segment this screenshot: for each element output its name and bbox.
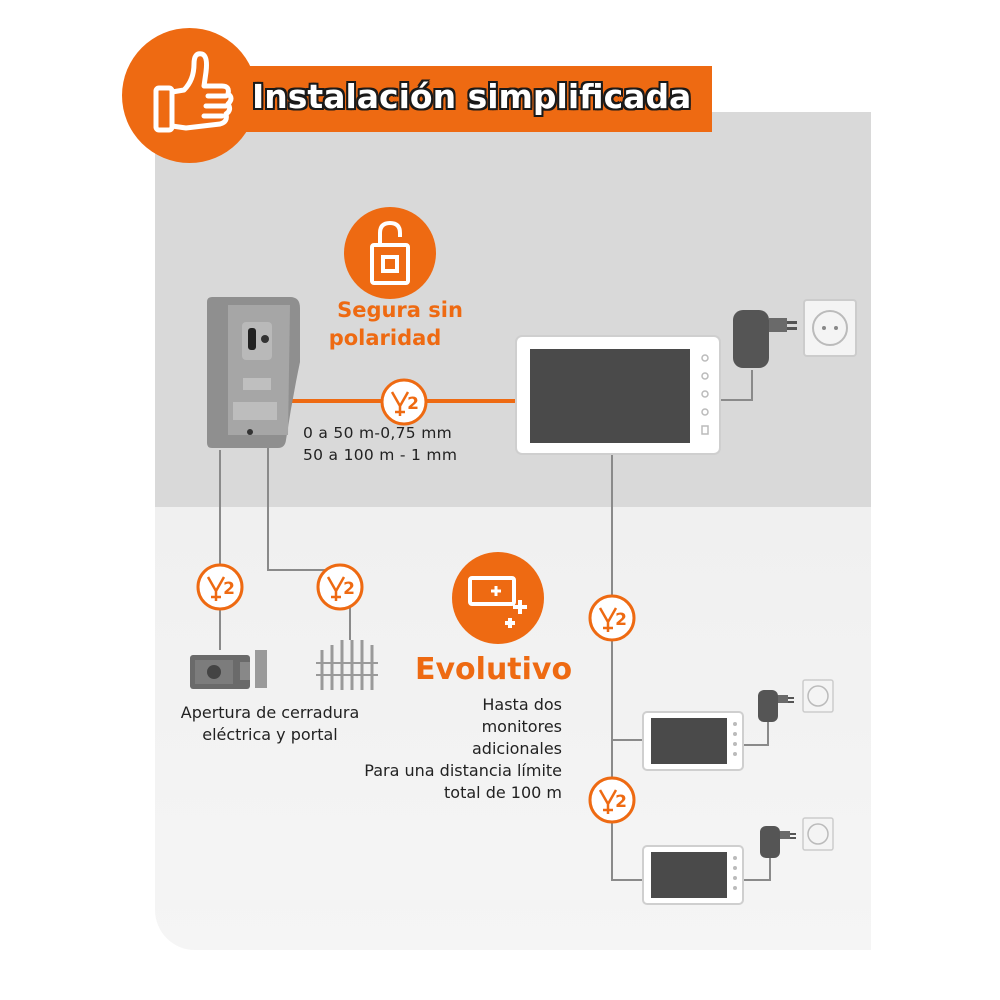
wire-adapter-2 (740, 722, 769, 746)
evolutive-title: Evolutivo (415, 652, 573, 687)
electric-lock-icon (190, 650, 267, 689)
wire-count-label: 2 (223, 579, 235, 599)
cable-spec-line1: 0 a 50 m-0,75 mm (303, 424, 452, 442)
wire-count-label: 2 (407, 394, 419, 414)
wire-count-label: 2 (343, 579, 355, 599)
wall-socket-icon (802, 817, 834, 851)
evolutive-badge (452, 552, 544, 644)
cable-spec-line2: 50 a 100 m - 1 mm (303, 446, 458, 464)
wall-socket-icon (803, 299, 857, 357)
wall-socket-icon (802, 679, 834, 713)
two-wire-icon: 2 (588, 594, 636, 642)
power-adapter-icon (760, 826, 796, 858)
door-panel-icon (207, 297, 300, 448)
wire-count-label: 2 (615, 610, 627, 630)
monitor-icon (515, 335, 721, 455)
cable-spec: 0 a 50 m-0,75 mm 50 a 100 m - 1 mm (303, 422, 503, 466)
two-wire-icon: 2 (588, 776, 636, 824)
lock-caption-line2: eléctrica y portal (202, 725, 338, 744)
two-wire-icon: 2 (316, 563, 364, 611)
wire-adapter-main (720, 370, 753, 401)
evolutive-line5: total de 100 m (444, 783, 562, 802)
thumbs-up-icon (153, 51, 234, 133)
monitor-icon (642, 711, 744, 771)
no-polarity-badge (344, 207, 436, 299)
no-polarity-line1: Segura sin (337, 298, 463, 322)
two-wire-icon: 2 (380, 378, 428, 426)
no-polarity-label: Segura sin polaridad (320, 296, 480, 352)
evolutive-description: Hasta dos monitores adicionales Para una… (300, 694, 562, 804)
thumbs-up-badge (122, 28, 257, 163)
gate-icon (316, 640, 378, 690)
monitor-icon (642, 845, 744, 905)
padlock-icon (370, 220, 410, 285)
lock-caption-line1: Apertura de cerradura (180, 703, 360, 722)
wire-count-label: 2 (615, 792, 627, 812)
lock-caption: Apertura de cerradura eléctrica y portal (160, 702, 380, 746)
two-wire-icon: 2 (196, 563, 244, 611)
power-adapter-icon (758, 690, 794, 722)
no-polarity-line2: polaridad (328, 326, 442, 350)
wire-adapter-3 (740, 858, 771, 881)
evolutive-line3: adicionales (471, 739, 562, 758)
evolutive-line1: Hasta dos (482, 695, 562, 714)
evolutive-line2: monitores (481, 717, 562, 736)
page-title: Instalación simplificada (252, 77, 692, 116)
monitor-plus-icon (468, 576, 527, 628)
evolutive-line4: Para una distancia límite (364, 761, 562, 780)
title-banner (215, 66, 712, 132)
power-adapter-icon (733, 310, 797, 368)
wire-gate (267, 448, 351, 640)
